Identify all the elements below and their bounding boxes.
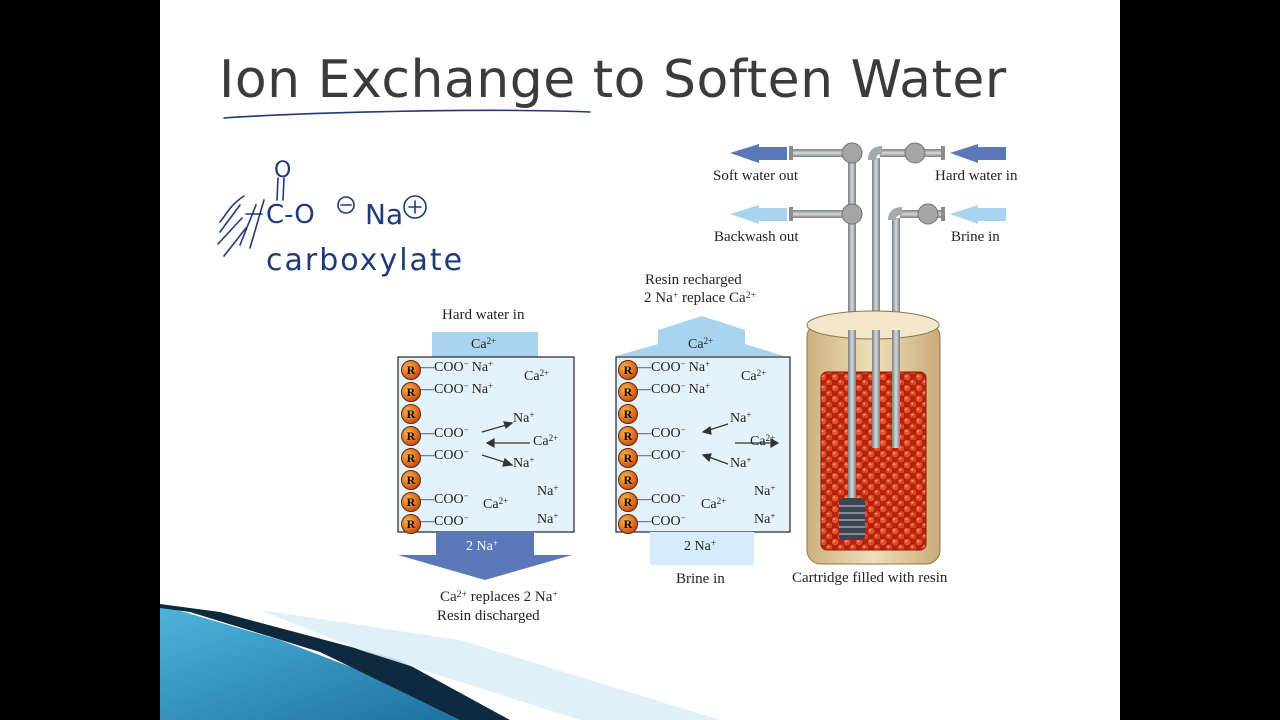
free-ion-na: Na+ [513,454,535,471]
recharge-inflow-ion: 2 Na+ [684,537,716,554]
recharge-diagram [615,316,791,565]
outflow-arrow-recharge [616,316,784,356]
free-ion-na: Na+ [730,409,752,426]
free-ion-ca: Ca2+ [483,495,509,512]
discharge-outflow-ion: 2 Na+ [466,537,498,554]
carboxylate-group: —COO− [420,512,469,529]
carboxylate-group: —COO−Na+ [420,380,494,397]
valve [917,203,939,225]
recharge-bottom-label: Brine in [676,571,725,587]
backwash-out-label: Backwash out [714,229,799,245]
softener-tank [730,142,1006,565]
discharge-inflow-ion: Ca2+ [471,335,497,352]
resin-bead: R [401,492,421,512]
resin-bead: R [618,448,638,468]
valve [904,142,926,164]
carboxylate-group: —COO− [637,512,686,529]
resin-bead: R [618,514,638,534]
inflow-arrow-discharge [432,332,538,358]
free-ion-ca: Ca2+ [533,432,559,449]
soft-water-out-arrow [730,144,787,163]
carboxylate-group: —COO−Na+ [420,358,494,375]
inflow-arrow-recharge [650,532,754,565]
brine-in-label: Brine in [951,229,1000,245]
discharge-caption-line2: Resin discharged [437,608,540,624]
distributor [839,498,865,540]
resin-bead: R [618,360,638,380]
free-ion-na: Na+ [513,409,535,426]
outflow-arrow-discharge [398,532,572,580]
free-ion-ca: Ca2+ [750,432,776,449]
carboxylate-group: —COO− [637,424,686,441]
resin-bead: R [618,492,638,512]
hand-oxygen: O [274,158,292,183]
slide-decoration [160,604,720,720]
soft-water-out-label: Soft water out [713,168,798,184]
recharge-outflow-ion: Ca2+ [688,335,714,352]
hard-water-in-label: Hard water in [935,168,1018,184]
free-ion-ca: Ca2+ [701,495,727,512]
carboxylate-group: —COO− [420,446,469,463]
free-ion-na: Na+ [730,454,752,471]
carboxylate-group: —COO− [420,424,469,441]
slide: Ion Exchange to Soften Water O C-O Na ca… [160,0,1120,720]
brine-in-arrow [950,205,1006,224]
minus-circle [337,196,355,214]
resin-bead: R [401,360,421,380]
free-ion-na: Na+ [754,482,776,499]
discharge-top-label: Hard water in [442,307,525,323]
resin-bead: R [401,382,421,402]
free-ion-na: Na+ [537,510,559,527]
title-underline [223,109,591,119]
valve [841,142,863,164]
discharge-caption-line1: Ca2+ replaces 2 Na+ [440,588,558,605]
free-ion-ca: Ca2+ [524,367,550,384]
backwash-out-arrow [730,205,787,224]
recharge-top-label-line1: Resin recharged [645,272,742,288]
hand-sodium: Na [365,198,404,231]
carboxylate-group: —COO− [637,490,686,507]
free-ion-ca: Ca2+ [741,367,767,384]
resin-bead: R [401,448,421,468]
hand-carboxylate: carboxylate [266,243,465,278]
resin-bead: R [618,426,638,446]
wave-light-stripe [260,610,720,720]
carboxylate-group: —COO− [637,446,686,463]
resin-bead: R [618,404,638,424]
valve [841,203,863,225]
carboxylate-group: —COO−Na+ [637,358,711,375]
r-group-scribble [217,195,265,257]
hand-formula: C-O [266,200,315,230]
double-bond [276,177,285,201]
resin-bead: R [401,514,421,534]
recharge-top-label-line2: 2 Na+ replace Ca2+ [644,289,757,306]
resin-bead: R [401,470,421,490]
slide-title: Ion Exchange to Soften Water [219,50,1007,110]
discharge-panel [397,356,575,533]
resin-bead: R [401,404,421,424]
carboxylate-group: —COO− [420,490,469,507]
resin-bead: R [401,426,421,446]
pipe-brine [892,218,900,332]
free-ion-na: Na+ [537,482,559,499]
handwriting-strokes [217,109,591,257]
pipe-outlet [848,150,856,332]
tank-caption: Cartridge filled with resin [792,570,948,586]
hard-water-in-arrow [950,144,1006,163]
resin-bead: R [618,382,638,402]
discharge-diagram [397,332,575,580]
wave-dark-stripe [160,604,510,720]
carboxylate-group: —COO−Na+ [637,380,711,397]
free-ion-na: Na+ [754,510,776,527]
plus-circle [403,195,427,219]
resin-bead: R [618,470,638,490]
pipe-hard-water [872,158,880,332]
